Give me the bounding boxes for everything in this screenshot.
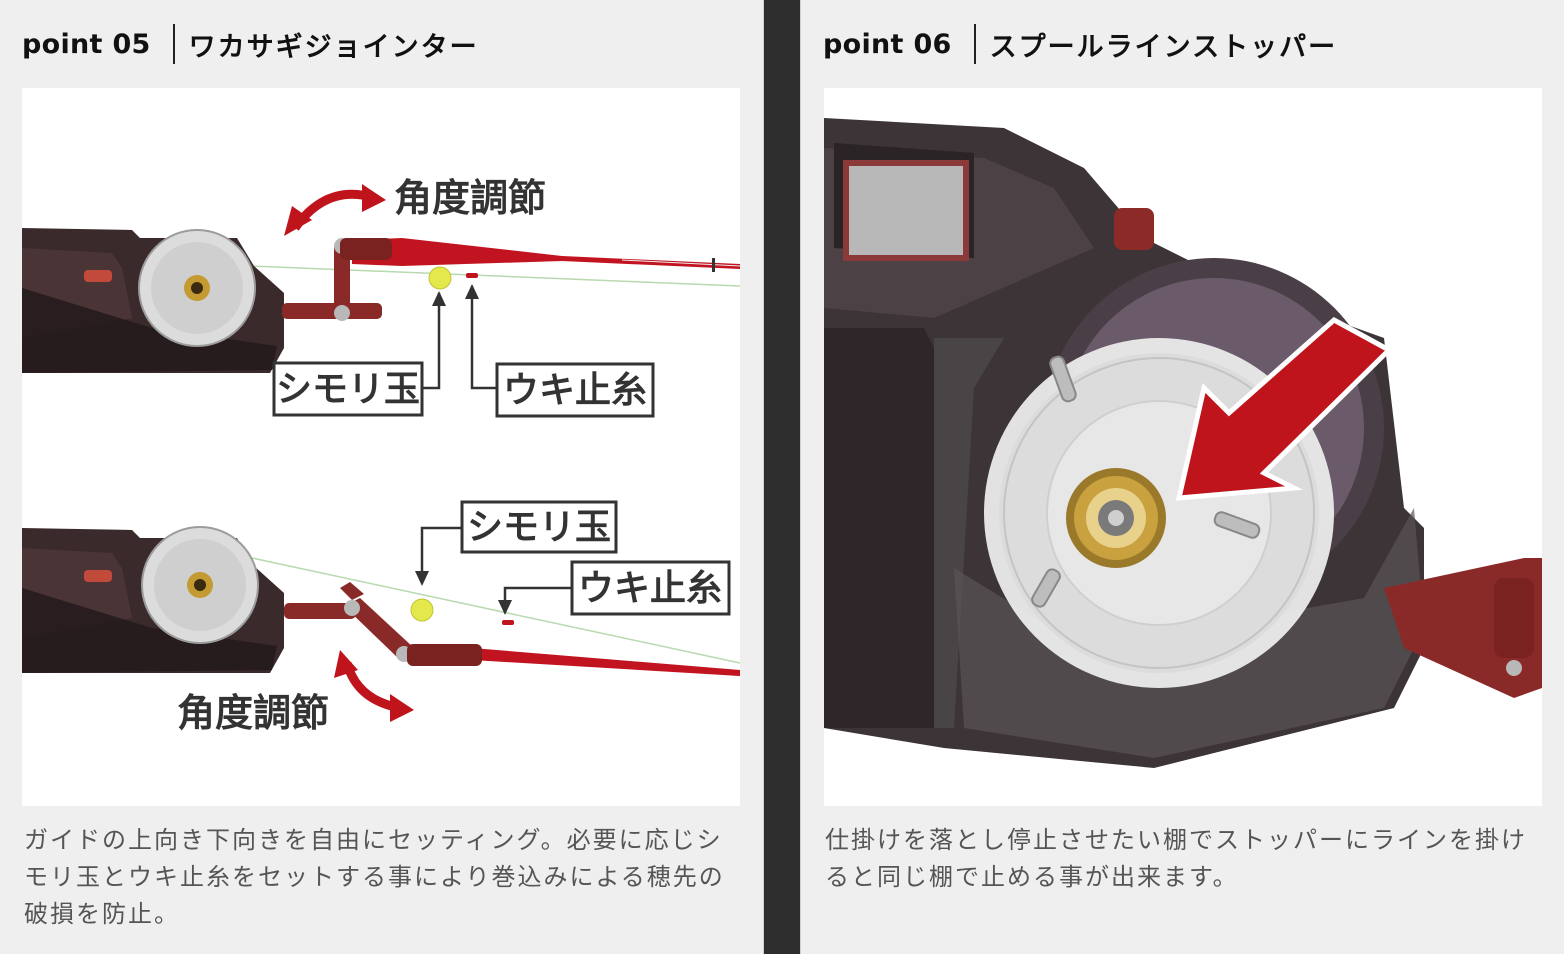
bottom-bead-leader <box>420 526 462 578</box>
top-stopper-callout-box <box>495 362 655 418</box>
feature-card-point-06: point 06 スプールラインストッパー <box>800 0 1564 954</box>
bottom-stopper-label: ウキ止糸 <box>578 568 722 609</box>
bottom-stopper-callout-box <box>570 560 731 616</box>
spool-stopper-illustration <box>824 118 1542 768</box>
bottom-bead-arrow-icon <box>415 571 429 586</box>
card-title: スプールラインストッパー <box>989 31 1338 63</box>
card-description: ガイドの上向き下向きを自由にセッティング。必要に応じシモリ玉とウキ止糸をセットす… <box>24 826 725 928</box>
card-header: point 06 スプールラインストッパー <box>823 22 1337 66</box>
jointer-illustration: 角度調節 シモリ玉 ウキ止糸 <box>22 176 740 735</box>
card-title: ワカサギジョインター <box>188 31 479 63</box>
bottom-reel-assembly <box>22 526 740 677</box>
top-bead-label: シモリ玉 <box>276 369 420 410</box>
top-stopper-label: ウキ止糸 <box>503 370 647 411</box>
bottom-bead-label: シモリ玉 <box>467 507 611 548</box>
bottom-angle-arrowhead-right-icon <box>390 694 414 722</box>
stopper-pointer-arrow-icon <box>1175 316 1394 501</box>
bottom-bead-callout-box <box>460 500 618 554</box>
top-stopper-arrow-icon <box>465 284 479 299</box>
bottom-stopper-arrow-icon <box>498 600 512 615</box>
header-divider <box>973 24 976 64</box>
top-bead-arrow-icon <box>432 291 446 306</box>
bottom-angle-label: 角度調節 <box>177 691 329 735</box>
spool-stopper-photo <box>824 88 1542 806</box>
card-header: point 05 ワカサギジョインター <box>22 22 479 66</box>
header-divider <box>172 24 175 64</box>
feature-card-point-05: point 05 ワカサギジョインター <box>0 0 764 954</box>
top-angle-arrowhead-left-icon <box>284 206 312 236</box>
point-label: point 06 <box>823 28 952 60</box>
top-bead-callout-box <box>272 361 424 417</box>
top-stopper-leader <box>470 286 497 390</box>
top-angle-arrowhead-right-icon <box>362 184 386 212</box>
jointer-diagram: 角度調節 シモリ玉 ウキ止糸 <box>22 88 740 806</box>
point-label: point 05 <box>22 28 151 60</box>
top-reel-assembly <box>22 228 740 373</box>
top-angle-label: 角度調節 <box>394 176 546 220</box>
bottom-angle-arrowhead-up-icon <box>334 650 358 678</box>
card-description: 仕掛けを落とし停止させたい棚でストッパーにラインを掛けると同じ棚で止める事が出来… <box>825 826 1527 891</box>
bottom-stopper-leader <box>503 586 572 608</box>
top-bead-leader <box>420 293 441 390</box>
